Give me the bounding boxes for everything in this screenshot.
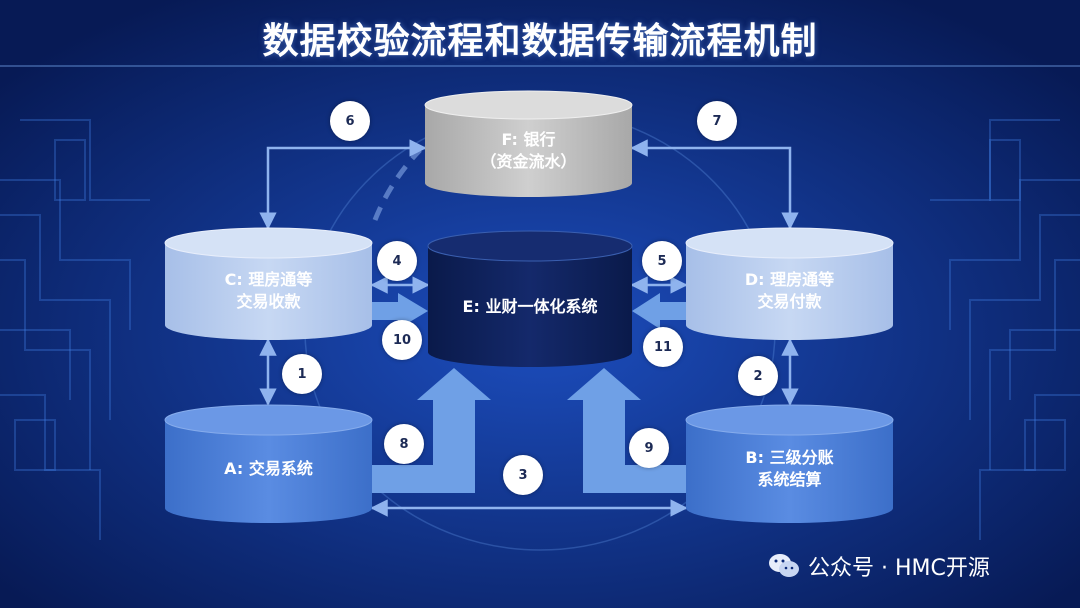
flow-10-arrow	[372, 293, 428, 329]
watermark-text: 公众号 · HMC开源	[808, 556, 990, 581]
step-badge-7: 7	[697, 101, 737, 141]
wechat-icon	[769, 554, 799, 577]
cylinder-A	[164, 404, 373, 523]
node-label-E: E: 业财一体化系统	[462, 297, 598, 316]
flow-8-arrow	[372, 368, 491, 493]
step-badge-10: 10	[382, 320, 422, 360]
node-label-F: F: 银行 （资金流水）	[480, 130, 577, 171]
step-badge-1: 1	[282, 354, 322, 394]
node-label-A: A: 交易系统	[224, 459, 313, 478]
node-label-C: C: 理房通等 交易收款	[224, 270, 313, 311]
flow-6-line	[259, 139, 427, 230]
flow-9-arrow	[567, 368, 686, 493]
flow-7-line	[630, 139, 799, 230]
cylinder-D	[685, 227, 894, 340]
step-badge-5: 5	[642, 241, 682, 281]
watermark: 公众号 · HMC开源	[768, 550, 990, 582]
flow-11-arrow	[632, 293, 686, 329]
node-label-B: B: 三级分账 系统结算	[745, 448, 834, 489]
step-badge-2: 2	[738, 356, 778, 396]
cylinder-B	[685, 404, 894, 523]
node-label-D: D: 理房通等 交易付款	[744, 270, 835, 311]
step-badge-9: 9	[629, 428, 669, 468]
step-badge-3: 3	[503, 455, 543, 495]
step-badge-11: 11	[643, 327, 683, 367]
cylinder-C	[164, 227, 373, 340]
cylinder-F	[424, 90, 633, 197]
step-badge-4: 4	[377, 241, 417, 281]
cylinder-E	[427, 230, 633, 367]
page-title: 数据校验流程和数据传输流程机制	[262, 21, 818, 62]
step-badge-6: 6	[330, 101, 370, 141]
step-badge-8: 8	[384, 424, 424, 464]
